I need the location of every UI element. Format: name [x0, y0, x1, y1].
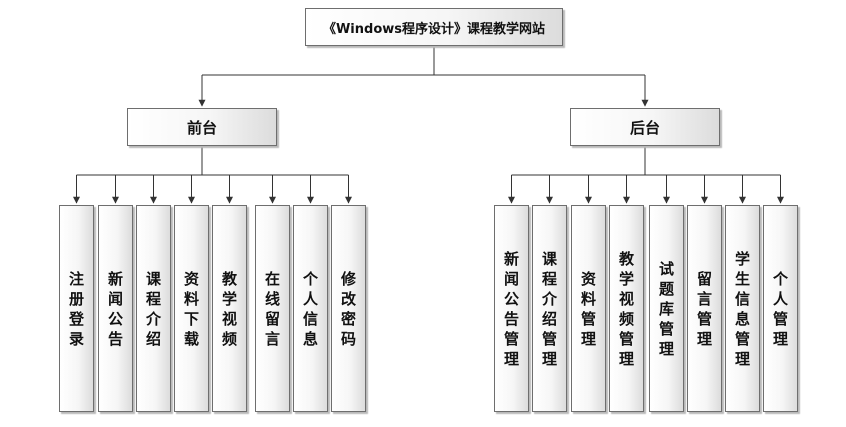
backend-module-label: 课程介绍管理 [541, 249, 557, 368]
backend-module-8: 个人管理 [763, 205, 798, 412]
backend-module-label: 新闻公告管理 [503, 249, 519, 368]
frontend-module-2: 新闻公告 [98, 205, 133, 412]
frontend-module-label: 修改密码 [340, 269, 356, 348]
frontend-module-label: 在线留言 [264, 269, 280, 348]
frontend-box: 前台 [127, 108, 277, 146]
frontend-module-6: 在线留言 [255, 205, 290, 412]
backend-box: 后台 [570, 108, 720, 146]
backend-module-label: 个人管理 [772, 269, 788, 348]
frontend-module-label: 资料下载 [183, 269, 199, 348]
backend-module-3: 资料管理 [571, 205, 606, 412]
backend-module-label: 学生信息管理 [734, 249, 750, 368]
frontend-module-7: 个人信息 [293, 205, 328, 412]
backend-module-6: 留言管理 [687, 205, 722, 412]
backend-module-label: 资料管理 [580, 269, 596, 348]
backend-module-label: 试题库管理 [658, 259, 674, 358]
backend-module-label: 留言管理 [696, 269, 712, 348]
frontend-label: 前台 [186, 118, 217, 137]
frontend-module-label: 注册登录 [68, 269, 84, 348]
frontend-module-label: 个人信息 [302, 269, 318, 348]
frontend-module-label: 课程介绍 [145, 269, 161, 348]
frontend-module-8: 修改密码 [331, 205, 366, 412]
backend-label: 后台 [629, 118, 660, 137]
frontend-module-label: 新闻公告 [107, 269, 123, 348]
backend-module-4: 教学视频管理 [609, 205, 644, 412]
backend-module-label: 教学视频管理 [618, 249, 634, 368]
frontend-module-label: 教学视频 [221, 269, 237, 348]
site-title: 《Windows程序设计》课程教学网站 [322, 21, 546, 37]
frontend-module-1: 注册登录 [59, 205, 94, 412]
frontend-module-3: 课程介绍 [136, 205, 171, 412]
frontend-module-5: 教学视频 [212, 205, 247, 412]
backend-module-7: 学生信息管理 [725, 205, 760, 412]
backend-module-2: 课程介绍管理 [532, 205, 567, 412]
backend-module-1: 新闻公告管理 [494, 205, 529, 412]
backend-module-5: 试题库管理 [649, 205, 684, 412]
frontend-module-4: 资料下载 [174, 205, 209, 412]
site-title-box: 《Windows程序设计》课程教学网站 [305, 8, 563, 46]
